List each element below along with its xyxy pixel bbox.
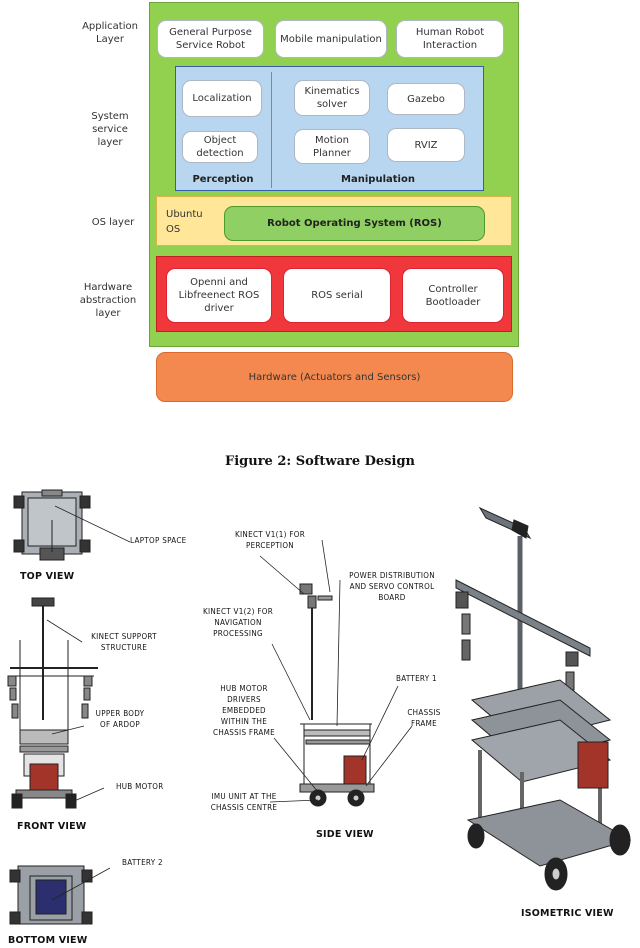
- top-view-label: TOP VIEW: [20, 571, 75, 582]
- application-layer-label: Application Layer: [82, 21, 138, 45]
- kinect-support-label: KINECT SUPPORT STRUCTURE: [91, 632, 157, 652]
- ros-serial-box: ROS serial: [283, 268, 391, 323]
- localization-box: Localization: [182, 80, 262, 117]
- kinect-perception-label: KINECT V1(1) FOR PERCEPTION: [234, 530, 306, 550]
- isometric-view-label: ISOMETRIC VIEW: [521, 908, 614, 919]
- imu-unit-label: IMU UNIT AT THE CHASSIS CENTRE: [210, 792, 278, 812]
- bottom-view-drawing: [9, 865, 93, 925]
- chassis-frame-label: CHASSIS FRAME: [407, 708, 441, 728]
- kinect-navigation-label: KINECT V1(2) FOR NAVIGATION PROCESSING: [202, 607, 274, 638]
- perception-divider: [271, 72, 272, 188]
- hub-motor-label: HUB MOTOR: [116, 782, 164, 791]
- side-view-drawing: [299, 583, 375, 807]
- os-layer-label: OS layer: [91, 217, 135, 228]
- hardware-abstraction-layer-label: Hardware abstraction layer: [79, 282, 137, 319]
- front-view-drawing: [7, 597, 98, 809]
- rviz-box: RVIZ: [387, 128, 465, 162]
- object-detection-box: Object detection: [182, 131, 258, 163]
- openni-driver-box: Openni and Libfreenect ROS driver: [166, 268, 272, 323]
- kinematics-solver-box: Kinematics solver: [294, 80, 370, 116]
- controller-bootloader-box: Controller Bootloader: [402, 268, 504, 323]
- power-distribution-label: POWER DISTRIBUTION AND SERVO CONTROL BOA…: [349, 571, 435, 602]
- gazebo-box: Gazebo: [387, 83, 465, 115]
- laptop-space-label: LAPTOP SPACE: [130, 536, 187, 545]
- side-view-label: SIDE VIEW: [316, 829, 374, 840]
- leader-lines: [46, 505, 413, 901]
- ubuntu-label: Ubuntu OS: [166, 209, 203, 235]
- hardware-box: Hardware (Actuators and Sensors): [156, 352, 513, 402]
- system-service-layer-label: System service layer: [91, 111, 129, 148]
- app-box-mobile-manipulation: Mobile manipulation: [275, 20, 387, 58]
- top-view-drawing: [13, 489, 91, 561]
- upper-body-label: UPPER BODY OF ARDOP: [95, 709, 145, 729]
- app-box-general-purpose: General Purpose Service Robot: [157, 20, 264, 58]
- manipulation-title: Manipulation: [341, 174, 415, 185]
- ros-box: Robot Operating System (ROS): [224, 206, 485, 241]
- bottom-view-label: BOTTOM VIEW: [8, 935, 88, 946]
- perception-title: Perception: [192, 174, 254, 185]
- front-view-label: FRONT VIEW: [17, 821, 87, 832]
- figure-caption: Figure 2: Software Design: [225, 454, 415, 469]
- app-box-human-robot: Human Robot Interaction: [396, 20, 504, 58]
- isometric-view-drawing: [455, 506, 632, 891]
- battery2-label: BATTERY 2: [122, 858, 163, 867]
- battery1-label: BATTERY 1: [396, 674, 437, 683]
- hub-motor-drivers-label: HUB MOTOR DRIVERS EMBEDDED WITHIN THE CH…: [213, 684, 275, 737]
- motion-planner-box: Motion Planner: [294, 129, 370, 164]
